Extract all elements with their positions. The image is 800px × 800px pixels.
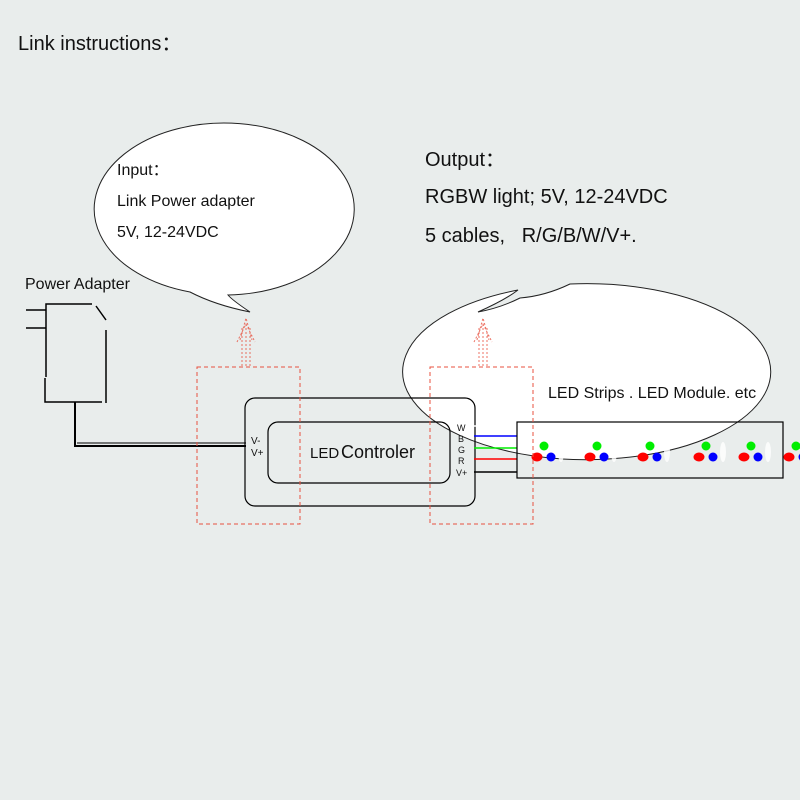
output-line-2: RGBW light; 5V, 12-24VDC [425, 186, 668, 208]
led-green [592, 441, 602, 451]
led-red [637, 452, 649, 462]
pin-v-plus-out: V+ [456, 468, 467, 478]
input-line-2: Link Power adapter [117, 193, 256, 210]
output-arrow-icon [473, 316, 493, 366]
led-group [584, 441, 617, 462]
output-speech-bubble: Output： RGBW light; 5V, 12-24VDC 5 cable… [402, 149, 772, 461]
output-line-1: Output： [425, 149, 505, 171]
output-wires [474, 425, 517, 473]
led-red [783, 452, 795, 462]
led-strip [516, 421, 784, 479]
led-group [637, 441, 670, 462]
led-group [693, 441, 726, 462]
led-blue [599, 452, 609, 462]
led-red [531, 452, 543, 462]
led-green [539, 441, 549, 451]
led-controller: LED Controler V- V+ W B G R V+ [244, 397, 476, 507]
led-green [791, 441, 800, 451]
pin-r: R [458, 456, 465, 466]
input-highlight-box [196, 366, 301, 525]
led-blue [652, 452, 662, 462]
pin-w: W [457, 423, 466, 433]
controller-label-large: Controler [341, 442, 415, 462]
led-green [645, 441, 655, 451]
led-red [693, 452, 705, 462]
led-green [746, 441, 756, 451]
pin-g: G [458, 445, 465, 455]
power-adapter-label: Power Adapter [25, 276, 131, 293]
led-groups [531, 441, 800, 462]
input-arrow-icon [236, 316, 256, 366]
led-white [720, 442, 726, 462]
led-white [765, 442, 771, 462]
led-white [611, 442, 617, 462]
led-group [783, 441, 800, 462]
led-white [558, 442, 564, 462]
input-line-1: Input： [117, 162, 169, 179]
output-line-3: 5 cables, R/G/B/W/V+. [425, 225, 637, 247]
led-white [664, 442, 670, 462]
led-group [738, 441, 771, 462]
page-title: Link instructions： [18, 33, 181, 55]
pin-b: B [458, 434, 464, 444]
led-red [738, 452, 750, 462]
power-adapter-icon [26, 303, 246, 447]
controller-label-small: LED [310, 445, 339, 462]
input-speech-bubble: Input： Link Power adapter 5V, 12-24VDC [93, 122, 355, 313]
pin-v-plus: V+ [251, 448, 264, 459]
input-line-3: 5V, 12-24VDC [117, 224, 219, 241]
output-highlight-box [429, 366, 534, 525]
led-blue [753, 452, 763, 462]
led-blue [546, 452, 556, 462]
led-red [584, 452, 596, 462]
led-green [701, 441, 711, 451]
led-group [531, 441, 564, 462]
led-strip-label: LED Strips . LED Module. etc [548, 385, 756, 402]
pin-v-minus: V- [251, 436, 260, 447]
led-blue [708, 452, 718, 462]
